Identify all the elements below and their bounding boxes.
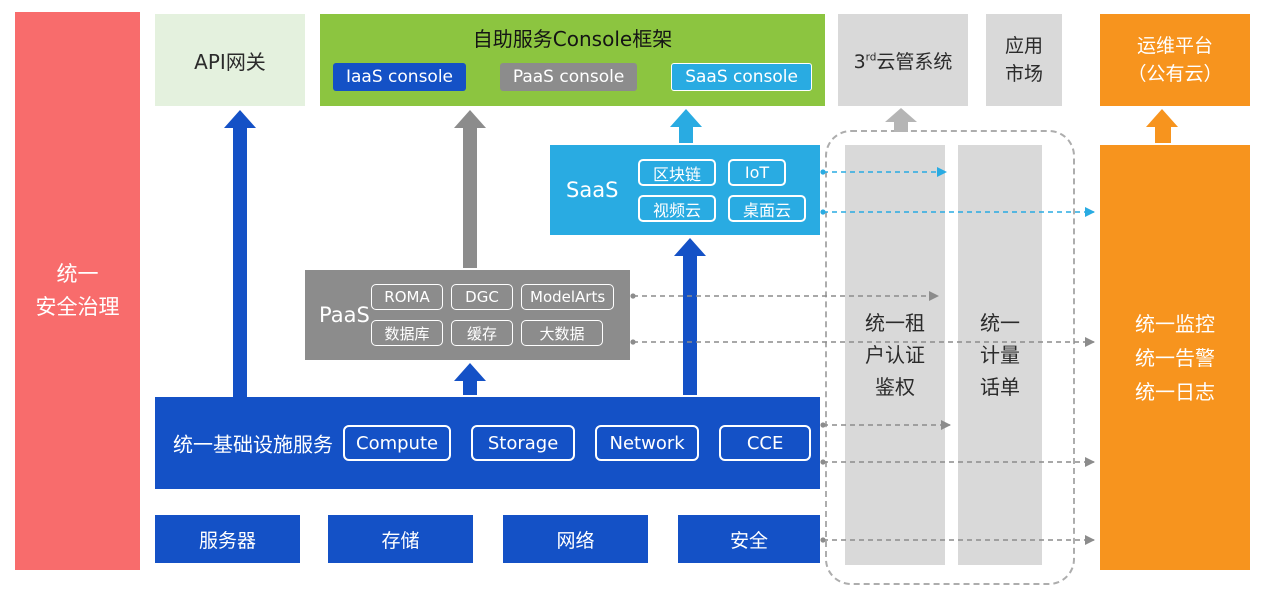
hardware-network-label: 网络 (556, 529, 595, 552)
paas-badge-dgc: DGC (451, 284, 513, 310)
arrow-saas-to-console (670, 109, 702, 143)
ops-platform-label: 运维平台 （公有云） (1127, 34, 1223, 86)
infra-badge-cce: CCE (719, 425, 812, 461)
console-frame-box: 自助服务Console框架 IaaS console PaaS console … (320, 14, 825, 106)
saas-badge-iot: IoT (728, 159, 786, 186)
monitoring-box: 统一监控 统一告警 统一日志 (1100, 145, 1250, 570)
paas-box: PaaS ROMA DGC ModelArts 数据库 缓存 大数据 (305, 270, 630, 360)
hardware-server-label: 服务器 (198, 529, 256, 552)
arrow-infra-to-paas (454, 363, 486, 395)
security-governance-label: 统一 安全治理 (35, 262, 120, 319)
saas-badge-desktop-cloud: 桌面云 (728, 195, 806, 222)
saas-badge-blockchain: 区块链 (638, 159, 716, 186)
arrow-columns-to-cmp (885, 108, 917, 132)
hardware-box-security: 安全 (678, 515, 820, 563)
hardware-box-network: 网络 (503, 515, 648, 563)
tenant-auth-label: 统一租 户认证 鉴权 (865, 311, 925, 399)
paas-console-badge: PaaS console (499, 63, 638, 91)
paas-badge-cache: 缓存 (451, 320, 513, 346)
paas-badge-database: 数据库 (371, 320, 443, 346)
hardware-security-label: 安全 (729, 529, 768, 552)
api-gateway-label: API网关 (194, 49, 266, 74)
arrow-infra-to-api-gateway (224, 110, 256, 397)
infrastructure-badges: Compute Storage Network CCE (343, 425, 812, 461)
saas-label: SaaS (566, 178, 619, 202)
third-party-cmp-label: 3rd云管系统 (853, 50, 953, 73)
saas-badge-video-cloud: 视频云 (638, 195, 716, 222)
arrow-infra-to-saas (674, 238, 706, 395)
api-gateway-box: API网关 (155, 14, 305, 106)
saas-console-badge: SaaS console (671, 63, 812, 91)
monitoring-label: 统一监控 统一告警 统一日志 (1135, 311, 1215, 404)
saas-box: SaaS 区块链 IoT 视频云 桌面云 (550, 145, 820, 235)
ops-platform-box: 运维平台 （公有云） (1100, 14, 1250, 106)
security-governance-bar: 统一 安全治理 (15, 12, 140, 570)
saas-badges: 区块链 IoT 视频云 桌面云 (638, 159, 806, 222)
infrastructure-label: 统一基础设施服务 (173, 432, 333, 457)
metering-label: 统一 计量 话单 (980, 311, 1020, 399)
paas-label: PaaS (319, 303, 370, 327)
connector-paas-to-auth-dot (630, 293, 636, 299)
arrow-paas-to-console (454, 110, 486, 268)
app-market-box: 应用 市场 (986, 14, 1062, 106)
infra-badge-compute: Compute (343, 425, 452, 461)
app-market-label: 应用 市场 (1004, 34, 1043, 86)
hardware-box-server: 服务器 (155, 515, 300, 563)
iaas-console-badge: IaaS console (333, 63, 467, 91)
tenant-auth-column: 统一租 户认证 鉴权 (845, 145, 945, 565)
connector-paas-to-monitoring-dot (630, 339, 636, 345)
paas-badge-bigdata: 大数据 (521, 320, 603, 346)
paas-badge-modelarts: ModelArts (521, 284, 615, 310)
infra-badge-network: Network (595, 425, 700, 461)
third-party-cmp-box: 3rd云管系统 (838, 14, 968, 106)
infra-badge-storage: Storage (471, 425, 576, 461)
console-badges-row: IaaS console PaaS console SaaS console (320, 52, 825, 91)
hardware-storage-label: 存储 (381, 529, 420, 552)
console-frame-title: 自助服务Console框架 (472, 27, 673, 51)
paas-badge-roma: ROMA (371, 284, 443, 310)
paas-badges: ROMA DGC ModelArts 数据库 缓存 大数据 (371, 284, 615, 346)
metering-column: 统一 计量 话单 (958, 145, 1042, 565)
arrow-monitoring-to-ops (1146, 109, 1178, 143)
hardware-box-storage: 存储 (328, 515, 473, 563)
infrastructure-box: 统一基础设施服务 Compute Storage Network CCE (155, 397, 820, 489)
shared-services-dashed-container (825, 130, 1075, 585)
